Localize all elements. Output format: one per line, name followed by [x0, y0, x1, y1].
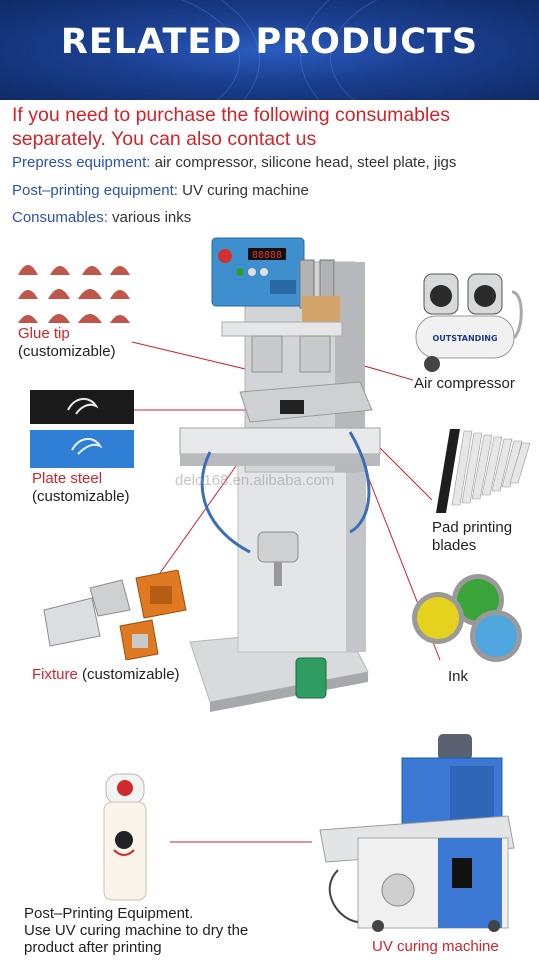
description-line-1: Post–Printing Equipment.	[24, 905, 194, 922]
bottle-image	[103, 773, 147, 901]
watermark: delo168.en.alibaba.com	[175, 472, 335, 489]
description-line-2: Use UV curing machine to dry the	[24, 922, 249, 939]
blades-label-line-1: Pad printing	[432, 519, 513, 536]
air-compressor-image: OUTSTANDING	[415, 273, 523, 372]
info-prepress: Prepress equipment: air compressor, sili…	[12, 154, 456, 171]
foot-pedal	[295, 657, 327, 699]
info-value: various inks	[107, 209, 192, 226]
info-label: Consumables:	[12, 209, 108, 226]
page-title: RELATED PRODUCTS	[60, 22, 479, 62]
uv-curing-machine-label: UV curing machine	[372, 938, 499, 955]
info-label: Prepress equipment:	[12, 154, 151, 171]
info-post-printing: Post–printing equipment: UV curing machi…	[12, 182, 309, 199]
blades-callout: Pad printing blades	[432, 519, 512, 555]
fixture-label: Fixture	[32, 666, 78, 683]
intro-line-1: If you need to purchase the following co…	[12, 104, 450, 126]
intro-text: If you need to purchase the following co…	[12, 103, 532, 151]
emergency-stop-button	[218, 249, 232, 263]
ink-image	[412, 574, 522, 662]
fixture-image	[43, 570, 187, 660]
header-banner: RELATED PRODUCTS	[0, 0, 539, 100]
post-printing-description: Post–Printing Equipment. Use UV curing m…	[24, 905, 248, 956]
info-value: UV curing machine	[177, 182, 309, 199]
info-label: Post–printing equipment:	[12, 182, 178, 199]
glue-tip-note: (customizable)	[18, 343, 116, 360]
glue-tip-callout: Glue tip (customizable)	[18, 325, 116, 361]
panel-display: 88888	[252, 250, 282, 261]
blades-label-line-2: blades	[432, 537, 477, 554]
compressor-brand: OUTSTANDING	[432, 334, 497, 343]
description-line-3: product after printing	[24, 939, 162, 956]
glue-tip-image	[18, 265, 130, 323]
ink-label: Ink	[448, 668, 469, 685]
fixture-note: (customizable)	[77, 666, 180, 683]
plate-steel-image	[30, 390, 134, 468]
intro-line-2: separately. You can also contact us	[12, 128, 317, 150]
glue-tip-label: Glue tip	[18, 325, 70, 342]
air-compressor-label: Air compressor	[414, 375, 515, 392]
info-value: air compressor, silicone head, steel pla…	[150, 154, 457, 171]
uv-curing-machine-image	[319, 734, 515, 932]
plate-steel-callout: Plate steel (customizable)	[32, 470, 130, 506]
pad-printing-machine: 88888	[179, 237, 381, 712]
plate-steel-label: Plate steel	[32, 470, 103, 487]
fixture-callout: Fixture (customizable)	[32, 666, 180, 684]
blades-image	[436, 429, 531, 513]
plate-steel-note: (customizable)	[32, 488, 130, 505]
info-consumables: Consumables: various inks	[12, 209, 191, 226]
